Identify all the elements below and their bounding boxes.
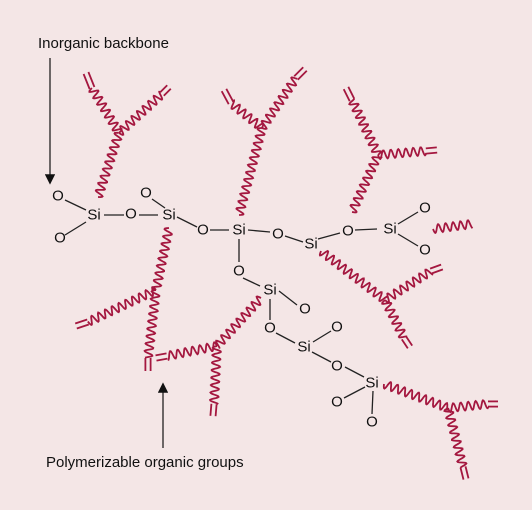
oxygen-atom: O [331, 319, 343, 336]
double-bond [82, 73, 91, 90]
organic-chain [318, 249, 388, 303]
organic-chains [74, 66, 498, 480]
silicon-atom: Si [297, 339, 310, 356]
oxygen-atom: O [272, 226, 284, 243]
double-bond [429, 263, 442, 270]
organic-chain [167, 341, 218, 361]
backbone-bonds [64, 198, 419, 415]
double-bond [405, 336, 413, 347]
organic-chain [235, 127, 266, 216]
double-bond [297, 70, 308, 81]
organic-chain [260, 76, 298, 130]
oxygen-atom: O [342, 223, 354, 240]
organic-chain [348, 98, 382, 156]
double-bond [87, 71, 96, 88]
double-bond [431, 268, 444, 275]
oxygen-atom: O [233, 263, 245, 280]
oxygen-atom: O [419, 242, 431, 259]
double-bond [159, 84, 168, 93]
double-bond [74, 318, 88, 325]
oxygen-atom: O [331, 394, 343, 411]
double-bond [293, 66, 304, 77]
silicon-atom: Si [304, 236, 317, 253]
silicon-atom: Si [365, 375, 378, 392]
organic-chain [209, 345, 222, 405]
organic-chain [215, 295, 262, 349]
label-inorganic-backbone: Inorganic backbone [38, 35, 169, 52]
oxygen-atom: O [54, 230, 66, 247]
backbone-atoms: O O Si O O Si O Si O Si O Si O O O Si O … [52, 185, 431, 431]
double-bond [155, 352, 167, 357]
double-bond [76, 323, 90, 330]
oxygen-atom: O [125, 206, 137, 223]
organic-chain [230, 99, 265, 129]
oxygen-atom: O [52, 188, 64, 205]
organic-chain [118, 90, 164, 136]
organic-chain [143, 289, 161, 359]
organic-chain [88, 87, 123, 134]
label-polymerizable-organic-groups: Polymerizable organic groups [46, 454, 244, 471]
oxygen-atom: O [140, 185, 152, 202]
silicon-atom: Si [162, 207, 175, 224]
double-bond [214, 404, 218, 417]
organic-chain [151, 227, 173, 291]
organic-chain [87, 286, 157, 327]
double-bond [163, 88, 172, 97]
oxygen-atom: O [299, 301, 311, 318]
silicon-atom: Si [232, 222, 245, 239]
organic-chain [443, 407, 468, 469]
double-bond [342, 88, 351, 102]
organic-chain [377, 146, 428, 161]
silicon-atom: Si [263, 282, 276, 299]
double-bond [401, 338, 409, 349]
oxygen-atom: O [419, 200, 431, 217]
oxygen-atom: O [366, 414, 378, 431]
double-bond [459, 467, 465, 480]
organic-chain [447, 399, 490, 414]
oxygen-atom: O [197, 222, 209, 239]
double-bond [156, 357, 168, 362]
organic-chain [349, 155, 383, 214]
double-bond [425, 146, 437, 150]
organic-chain [94, 131, 123, 199]
double-bond [464, 466, 470, 479]
double-bond [426, 151, 438, 155]
organic-chain [381, 299, 408, 339]
oxygen-atom: O [264, 320, 276, 337]
oxygen-atom: O [331, 358, 343, 375]
silicon-atom: Si [383, 221, 396, 238]
double-bond [347, 86, 356, 100]
organic-chain [382, 381, 449, 411]
double-bond [225, 88, 235, 103]
organic-chain [384, 268, 434, 304]
double-bond [209, 403, 213, 416]
organic-chain [432, 219, 474, 235]
silicon-atom: Si [87, 207, 100, 224]
double-bond [220, 90, 230, 105]
